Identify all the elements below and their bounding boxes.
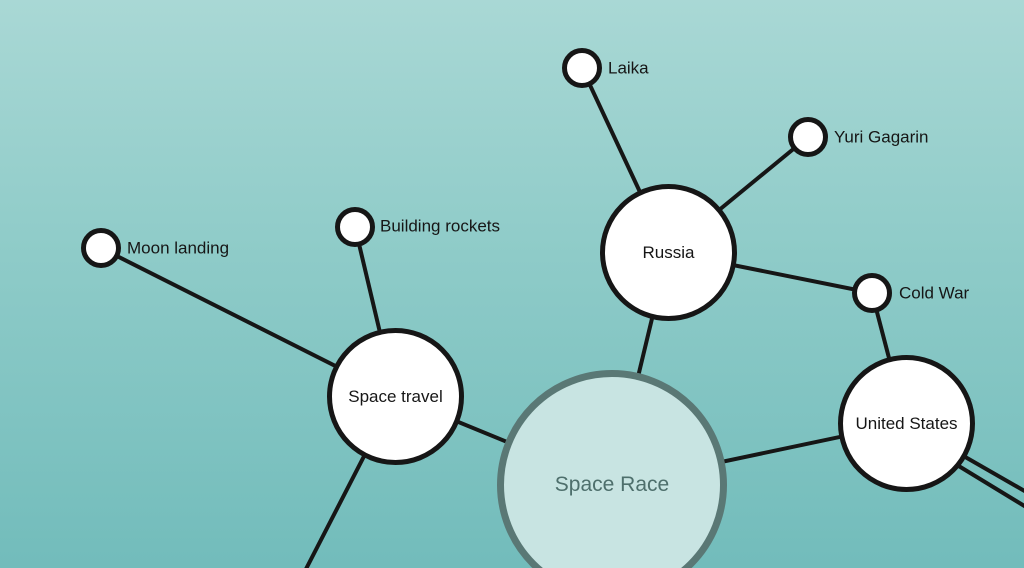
node-yuri-gagarin[interactable] xyxy=(788,117,828,157)
node-cold-war-label[interactable]: Cold War xyxy=(899,283,970,303)
node-russia-label: Russia xyxy=(642,242,695,262)
node-yuri-gagarin-label[interactable]: Yuri Gagarin xyxy=(834,127,929,147)
node-cold-war[interactable] xyxy=(852,273,892,313)
node-united-states-label: United States xyxy=(855,413,958,433)
node-space-race[interactable]: Space Race xyxy=(497,370,727,568)
node-moon-landing[interactable] xyxy=(81,228,121,268)
node-building-rockets-label[interactable]: Building rockets xyxy=(380,216,501,236)
node-laika-label[interactable]: Laika xyxy=(608,58,649,78)
node-moon-landing-label[interactable]: Moon landing xyxy=(127,238,230,258)
node-united-states[interactable]: United States xyxy=(838,355,975,492)
node-space-race-label: Space Race xyxy=(554,473,670,496)
node-building-rockets[interactable] xyxy=(335,207,375,247)
node-space-travel-label: Space travel xyxy=(348,386,443,406)
node-russia[interactable]: Russia xyxy=(600,184,737,321)
node-laika[interactable] xyxy=(562,48,602,88)
node-space-travel[interactable]: Space travel xyxy=(327,328,464,465)
